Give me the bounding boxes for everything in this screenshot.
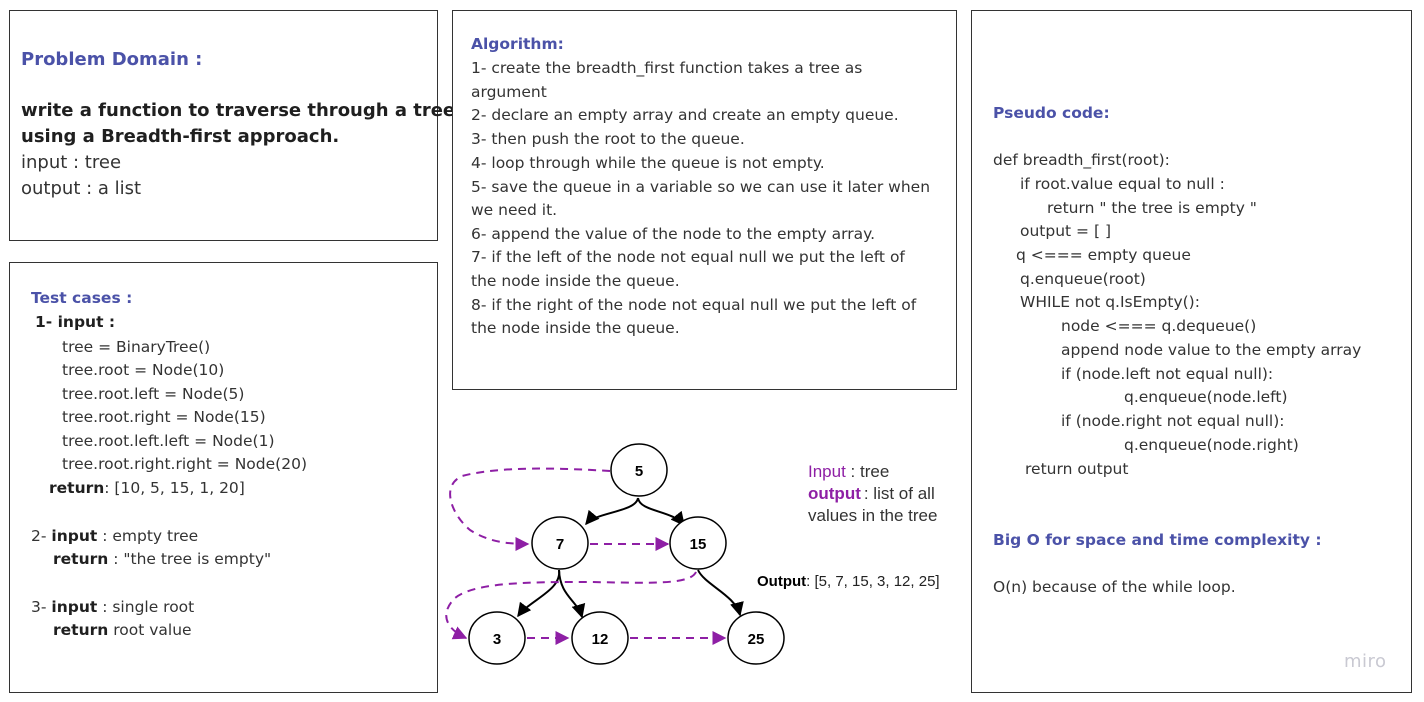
pseudo-line: if (node.right not equal null):: [1061, 412, 1285, 430]
pseudo-line: q.enqueue(root): [1020, 270, 1146, 288]
problem-input: input : tree: [21, 152, 122, 173]
case3-number: 3-: [31, 598, 52, 616]
algorithm-line: argument: [471, 83, 547, 101]
case1-line: tree.root.right = Node(15): [62, 408, 266, 426]
algorithm-card: Algorithm: 1- create the breadth_first f…: [452, 10, 957, 390]
case2-input: 2- input : empty tree: [31, 527, 198, 545]
algorithm-line: 2- declare an empty array and create an …: [471, 106, 899, 124]
problem-domain-heading: Problem Domain :: [21, 49, 203, 70]
edge-5-to-15: [637, 497, 685, 527]
problem-statement-line1: write a function to traverse through a t…: [21, 100, 456, 121]
diagram-output-value: : list of all: [863, 484, 935, 503]
case2-return: return : "the tree is empty": [53, 550, 271, 568]
case3-input-label: input: [51, 598, 98, 616]
node-label: 3: [493, 631, 501, 648]
edge-5-to-7: [585, 497, 639, 526]
pseudo-code-heading: Pseudo code:: [993, 104, 1110, 122]
pseudo-line: if (node.left not equal null):: [1061, 365, 1274, 383]
diagram-input-value: : tree: [845, 462, 890, 481]
problem-domain-card: Problem Domain : write a function to tra…: [9, 10, 455, 241]
case1-return-label: return: [49, 479, 105, 497]
node-label: 7: [556, 536, 564, 553]
big-o-heading: Big O for space and time complexity :: [993, 531, 1322, 549]
case1-line: tree.root.left = Node(5): [62, 385, 245, 403]
algorithm-line: 6- append the value of the node to the e…: [471, 225, 876, 243]
case2-return-value: : "the tree is empty": [108, 550, 272, 568]
big-o-text: O(n) because of the while loop.: [993, 578, 1236, 596]
pseudo-code-card: Pseudo code: def breadth_first(root): if…: [971, 10, 1412, 693]
algorithm-line: 3- then push the root to the queue.: [471, 130, 745, 148]
case3-input: 3- input : single root: [31, 598, 194, 616]
case3-return-value: root value: [108, 621, 192, 639]
problem-statement-line2: using a Breadth-first approach.: [21, 126, 340, 147]
algorithm-line: 5- save the queue in a variable so we ca…: [471, 178, 931, 196]
pseudo-line: q.enqueue(node.left): [1124, 388, 1288, 406]
tree-node: 25: [727, 611, 785, 665]
algorithm-line: 1- create the breadth_first function tak…: [471, 59, 863, 77]
pseudo-line: WHILE not q.IsEmpty():: [1020, 293, 1200, 311]
node-label: 5: [635, 463, 643, 480]
test-cases-card: Test cases : 1- input : tree = BinaryTre…: [9, 262, 438, 693]
tree-node: 3: [468, 611, 526, 665]
traversal-15-to-3: [445, 571, 697, 640]
algorithm-line: the node inside the queue.: [471, 319, 680, 337]
edge-7-to-3: [517, 569, 561, 618]
pseudo-line: q <=== empty queue: [1016, 246, 1191, 264]
pseudo-line: return output: [1025, 460, 1129, 478]
traversal-5-to-7: [449, 467, 611, 551]
miro-watermark: miro: [1344, 651, 1387, 672]
algorithm-line: 4- loop through while the queue is not e…: [471, 154, 825, 172]
pseudo-line: output = [ ]: [1020, 222, 1111, 240]
node-label: 12: [592, 631, 609, 648]
diagram-output-label: output: [808, 484, 861, 503]
edge-15-to-25: [697, 569, 744, 617]
pseudo-line: return " the tree is empty ": [1047, 199, 1257, 217]
case1-line: tree.root = Node(10): [62, 361, 225, 379]
case2-return-label: return: [53, 550, 109, 568]
algorithm-line: the node inside the queue.: [471, 272, 680, 290]
problem-output: output : a list: [21, 178, 142, 199]
pseudo-line: if root.value equal to null :: [1020, 175, 1225, 193]
tree-node: 5: [610, 443, 668, 497]
tree-node: 15: [669, 516, 727, 570]
case3-return: return root value: [53, 621, 192, 639]
diagram-input-legend: Input : tree: [808, 462, 889, 482]
algorithm-heading: Algorithm:: [471, 35, 564, 53]
case1-return: return: [10, 5, 15, 1, 20]: [49, 479, 245, 497]
case2-number: 2-: [31, 527, 52, 545]
case1-return-value: : [10, 5, 15, 1, 20]: [104, 479, 245, 497]
case2-input-label: input: [51, 527, 98, 545]
case3-input-value: : single root: [97, 598, 195, 616]
case1-line: tree = BinaryTree(): [62, 338, 211, 356]
diagram-output-legend: output: list of all: [808, 484, 935, 504]
diagram-input-label: Input: [808, 462, 846, 481]
edge-7-to-12: [558, 569, 586, 619]
case1-label: 1- input :: [35, 313, 116, 331]
pseudo-line: append node value to the empty array: [1061, 341, 1362, 359]
case1-line: tree.root.right.right = Node(20): [62, 455, 307, 473]
tree-node: 7: [531, 516, 589, 570]
node-label: 15: [690, 536, 707, 553]
diagram-result-value: : [5, 7, 15, 3, 12, 25]: [806, 573, 940, 590]
pseudo-line: q.enqueue(node.right): [1124, 436, 1299, 454]
algorithm-line: we need it.: [471, 201, 558, 219]
pseudo-line: node <=== q.dequeue(): [1061, 317, 1257, 335]
algorithm-line: 8- if the right of the node not equal nu…: [471, 296, 917, 314]
case2-input-value: : empty tree: [97, 527, 199, 545]
node-label: 25: [748, 631, 765, 648]
case1-line: tree.root.left.left = Node(1): [62, 432, 275, 450]
tree-node: 12: [571, 611, 629, 665]
diagram-result-label: Output: [757, 573, 807, 590]
diagram-output-legend-line2: values in the tree: [808, 506, 938, 525]
algorithm-line: 7- if the left of the node not equal nul…: [471, 248, 905, 266]
case3-return-label: return: [53, 621, 109, 639]
test-cases-heading: Test cases :: [31, 289, 133, 307]
pseudo-line: def breadth_first(root):: [993, 151, 1170, 169]
diagram-result: Output: [5, 7, 15, 3, 12, 25]: [757, 573, 940, 590]
